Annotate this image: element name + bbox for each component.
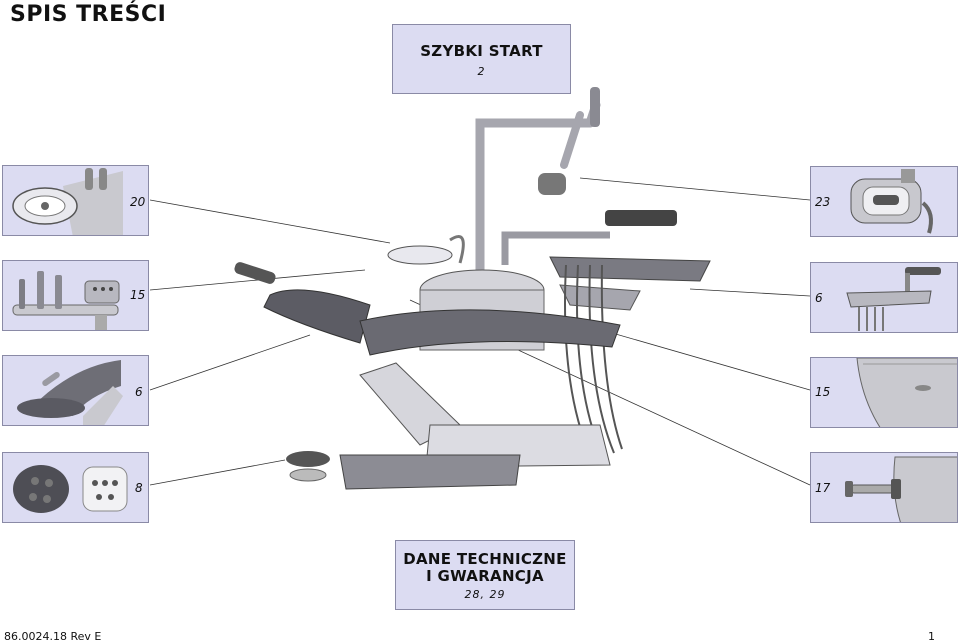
tech-data-pages: 28, 29 <box>464 588 506 601</box>
cuspidor-icon <box>12 168 123 235</box>
left-page-3: 6 <box>135 385 143 399</box>
thumb-chair-headrest[interactable] <box>2 355 149 426</box>
thumb-cabinet[interactable] <box>810 357 958 428</box>
tech-data-line2: I GWARANCJA <box>426 567 544 585</box>
quick-start-box[interactable]: SZYBKI START 2 <box>392 24 571 94</box>
quick-start-title: SZYBKI START <box>420 42 543 60</box>
water-valve-icon <box>845 456 957 522</box>
right-page-3: 15 <box>815 385 831 399</box>
thumb-water-valve[interactable] <box>810 452 958 523</box>
page-number: 1 <box>928 630 935 643</box>
delivery-system-icon <box>846 267 941 331</box>
right-page-1: 23 <box>815 195 831 209</box>
foot-control-icon <box>13 465 128 513</box>
cabinet-icon <box>856 358 957 427</box>
page-title: SPIS TREŚCI <box>10 2 167 27</box>
tech-data-line1: DANE TECHNICZNE <box>403 550 567 568</box>
operating-light-icon <box>850 169 933 234</box>
dental-unit-illustration <box>234 87 711 490</box>
left-page-4: 8 <box>135 481 143 495</box>
tech-data-box[interactable]: DANE TECHNICZNE I GWARANCJA 28, 29 <box>395 540 575 610</box>
left-page-2: 15 <box>130 288 146 302</box>
document-id: 86.0024.18 Rev E <box>4 630 102 643</box>
left-page-1: 20 <box>130 195 146 209</box>
chair-headrest-icon <box>17 360 123 425</box>
thumb-operating-light[interactable] <box>810 166 958 237</box>
thumb-delivery-system[interactable] <box>810 262 958 333</box>
quick-start-page: 2 <box>477 65 486 78</box>
thumb-cuspidor[interactable] <box>2 165 149 236</box>
thumb-foot-control[interactable] <box>2 452 149 523</box>
right-page-2: 6 <box>815 291 823 305</box>
thumb-assistant-instruments[interactable] <box>2 260 149 331</box>
right-page-4: 17 <box>815 481 831 495</box>
assistant-instruments-icon <box>12 271 120 330</box>
